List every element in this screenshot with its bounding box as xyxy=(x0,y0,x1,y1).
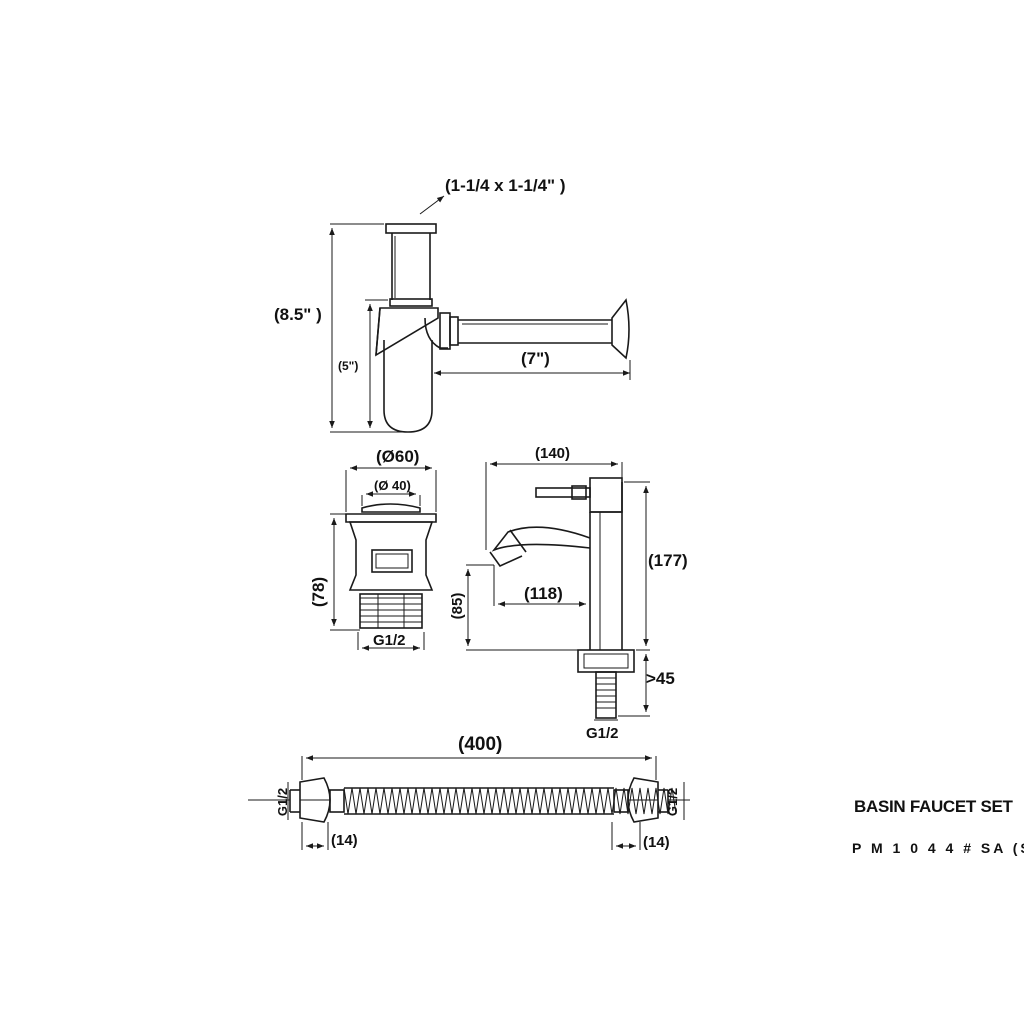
hose-length: (400) xyxy=(458,734,502,755)
pop-up-inner-diameter: (Ø 40) xyxy=(374,478,411,493)
product-title: BASIN FAUCET SET xyxy=(854,797,1014,816)
faucet-spout-reach: (118) xyxy=(524,584,563,603)
hose-left-nut: (14) xyxy=(331,832,358,849)
faucet-spout-height: (85) xyxy=(449,593,466,620)
hose-right-thread: G1/2 xyxy=(665,788,680,816)
faucet-thread: G1/2 xyxy=(586,725,619,742)
bottle-trap-outlet-length: (7") xyxy=(521,349,550,368)
bottle-trap-total-height: (8.5" ) xyxy=(274,305,322,324)
faucet-drawing xyxy=(465,461,650,721)
bottle-trap-lower-height: (5") xyxy=(338,359,358,373)
faucet-reach: (140) xyxy=(535,445,570,462)
pop-up-height: (78) xyxy=(309,577,328,607)
faucet-height: (177) xyxy=(648,551,688,570)
pop-up-outer-diameter: (Ø60) xyxy=(376,447,419,466)
bottle-trap-drawing xyxy=(329,195,631,433)
hose-right-nut: (14) xyxy=(643,834,670,851)
model-code: P M 1 0 4 4 # SA (SET) xyxy=(852,840,1024,856)
hose-left-thread: G1/2 xyxy=(275,788,290,816)
flexible-hose-drawing xyxy=(248,755,690,850)
faucet-shank-length: >45 xyxy=(646,669,675,688)
pop-up-thread: G1/2 xyxy=(373,632,406,649)
bottle-trap-pipe-size: (1-1/4 x 1-1/4" ) xyxy=(445,176,566,195)
pop-up-waste-drawing xyxy=(330,465,437,651)
